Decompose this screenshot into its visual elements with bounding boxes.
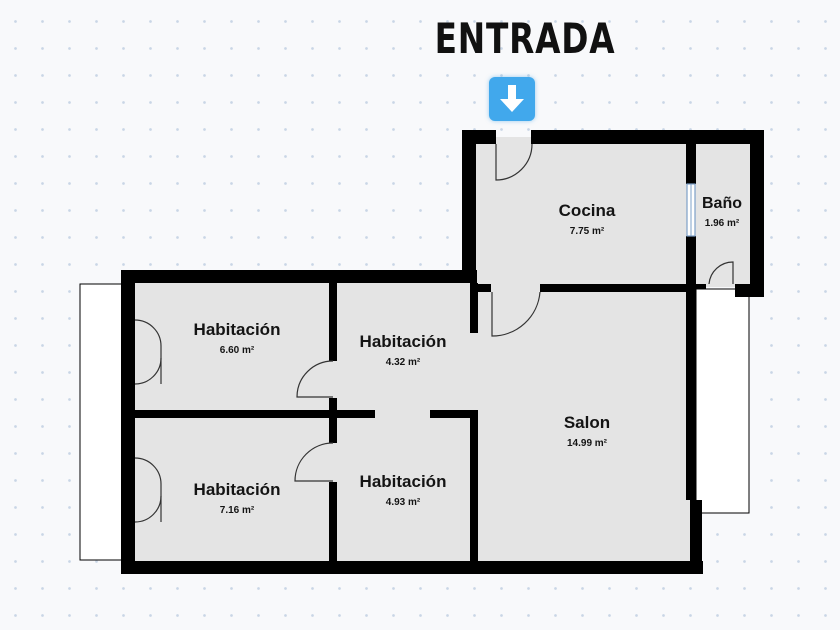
balcony-right — [695, 288, 750, 514]
door-swings — [134, 143, 734, 523]
room-area: 7.16 m² — [219, 505, 255, 516]
room-area: 1.96 m² — [704, 218, 740, 229]
room-name: Habitación — [193, 320, 281, 339]
door-room3 — [294, 442, 334, 482]
floor-main — [128, 280, 694, 564]
room-area: 6.60 m² — [219, 345, 255, 356]
walls — [121, 130, 764, 574]
wall-bottom — [121, 561, 703, 574]
wall-top-b — [531, 130, 764, 144]
floor-upper — [470, 137, 760, 287]
door-left-top-a — [134, 319, 162, 347]
wall-kitchen-bottom-b — [540, 284, 690, 292]
room-label-salon: Salon 14.99 m² — [527, 413, 647, 449]
room-name: Habitación — [359, 472, 447, 491]
wall-top-a — [462, 130, 496, 144]
room-name: Habitación — [359, 332, 447, 351]
wall-salon-left-up — [470, 283, 478, 333]
room-label-habitacion-top-left: Habitación 6.60 m² — [172, 320, 302, 356]
room-label-habitacion-bottom-left: Habitación 7.16 m² — [172, 480, 302, 516]
wall-middle-h — [135, 410, 375, 418]
wall-upper-left — [462, 130, 476, 283]
wall-room1-right-low — [329, 398, 337, 418]
room-label-cocina: Cocina 7.75 m² — [527, 201, 647, 237]
room-name: Habitación — [193, 480, 281, 499]
room-label-bano: Baño 1.96 m² — [694, 195, 750, 229]
wall-right-lower — [690, 500, 702, 574]
wall-room1-right — [329, 283, 337, 361]
room-label-habitacion-bottom-center: Habitación 4.93 m² — [338, 472, 468, 508]
room-label-habitacion-top-center: Habitación 4.32 m² — [338, 332, 468, 368]
floors — [128, 137, 760, 564]
door-kitchen-salon — [491, 291, 541, 337]
wall-right-upper — [750, 130, 764, 297]
room-name: Baño — [702, 195, 742, 212]
door-room1 — [296, 360, 334, 398]
wall-middle-h-right — [430, 410, 477, 418]
room-name: Cocina — [558, 201, 616, 220]
window-kitchen-bath — [686, 183, 696, 237]
wall-salon-left — [470, 410, 478, 562]
room-name: Salon — [563, 413, 611, 432]
entrance-title: ENTRADA — [434, 14, 616, 63]
wall-bath-right-low — [735, 284, 764, 297]
door-entry — [495, 143, 533, 181]
room-area: 4.93 m² — [385, 497, 421, 508]
room-area: 7.75 m² — [569, 226, 605, 237]
wall-kitchen-bath-low — [686, 236, 696, 500]
wall-room3-right-low — [329, 482, 337, 562]
wall-room3-right — [329, 418, 337, 443]
wall-top-left — [121, 270, 477, 283]
wall-bath-bottom — [696, 284, 706, 289]
arrow-down-icon — [489, 77, 535, 121]
wall-left — [121, 270, 135, 573]
room-area: 4.32 m² — [385, 357, 421, 368]
door-left-bottom-a — [134, 457, 162, 485]
wall-kitchen-bottom-a — [476, 284, 491, 292]
room-area: 14.99 m² — [566, 438, 608, 449]
door-bath — [708, 261, 734, 285]
wall-kitchen-bath — [686, 144, 696, 184]
